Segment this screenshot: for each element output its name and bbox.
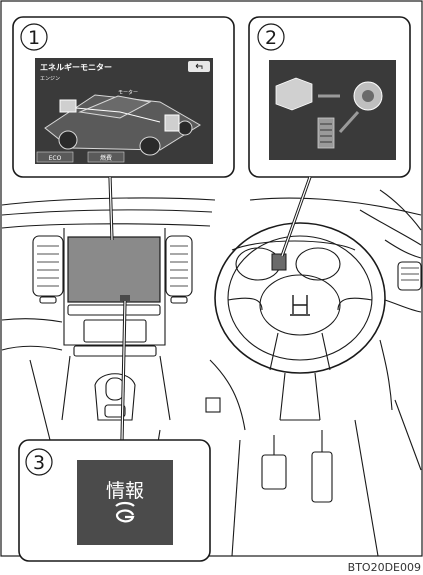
energy-monitor-title: エネルギーモニター <box>40 62 112 72</box>
back-button <box>188 61 210 72</box>
callout-1: 1 エネルギーモニター エンジン モーター ECO 燃費 <box>13 17 234 177</box>
engine-tag: エンジン <box>40 76 60 82</box>
info-button-location <box>120 295 130 301</box>
callout-number-3: 3 <box>33 452 45 474</box>
fuel-button-label: 燃費 <box>100 154 112 162</box>
info-button-label: 情報 <box>106 480 144 502</box>
callout-2: 2 <box>249 17 410 177</box>
center-display <box>68 237 160 302</box>
callout-number-1: 1 <box>28 27 40 49</box>
figure-code: BTO20DE009 <box>348 561 421 574</box>
motor-tag: モーター <box>118 89 138 96</box>
eco-button-label: ECO <box>49 155 62 162</box>
callout-number-2: 2 <box>265 27 277 49</box>
battery-icon <box>318 118 334 148</box>
multi-info-display <box>272 254 286 270</box>
callout-3: 3 情報 <box>19 440 210 561</box>
